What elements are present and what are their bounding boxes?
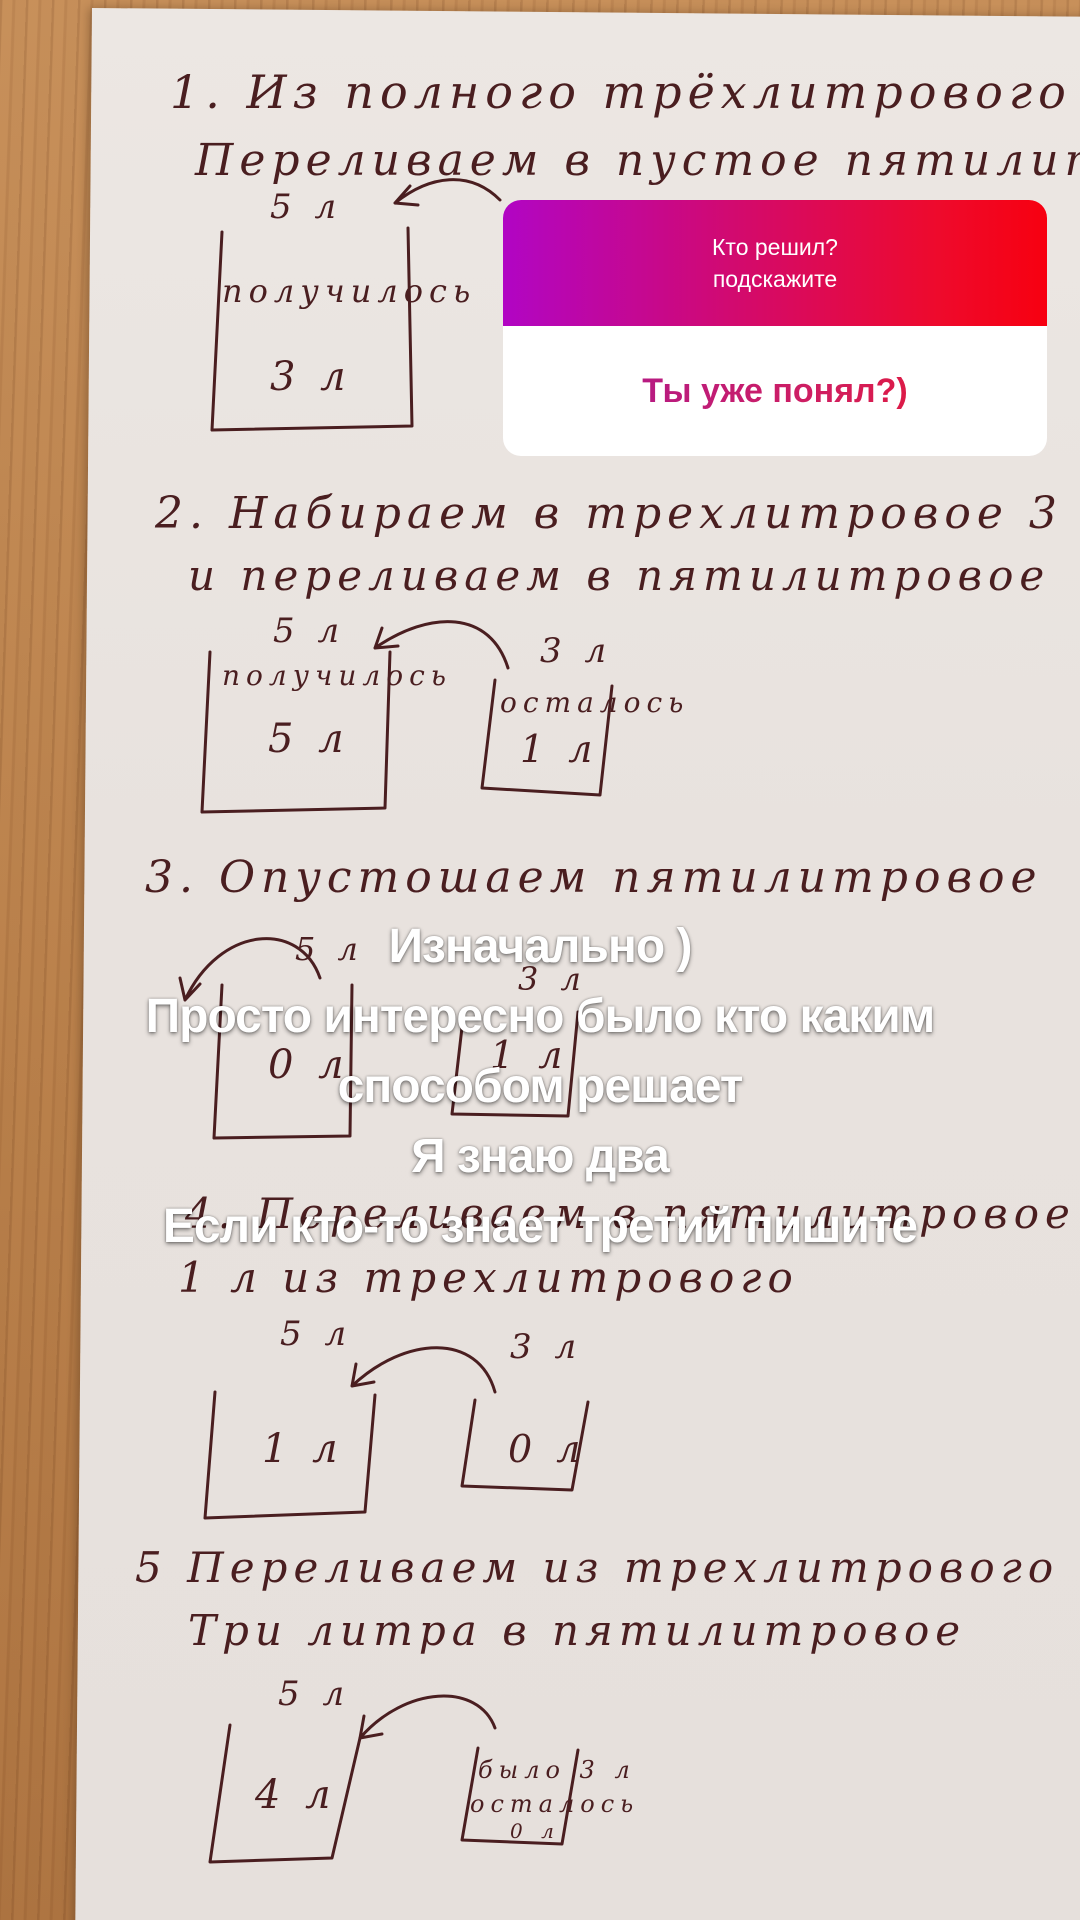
step-1-line-1: 1. Из полного трёхлитрового [170, 65, 1072, 119]
step-2-jug-3-label: осталось [500, 686, 689, 719]
caption-line-4: Я знаю два [411, 1130, 670, 1183]
caption-line-5: Если кто-то знает третий пишите [162, 1200, 918, 1253]
step-2-jug-3-amount: 1 л [520, 727, 598, 771]
step-5-jug-3 [460, 1746, 580, 1846]
step-4-line-2: 1 л из трехлитрового [178, 1253, 799, 1302]
step-2-jug-5 [200, 650, 392, 814]
step-2-jug-5-label: получилось [222, 659, 452, 692]
step-5-jug-5 [208, 1723, 362, 1864]
step-5-line-2: Три литра в пятилитровое [188, 1606, 966, 1655]
step-3-jug-3-amount: 1 л [490, 1033, 568, 1077]
step-2-line-2: и переливаем в пятилитровое [188, 551, 1050, 600]
step-2-arrow [373, 620, 510, 670]
story-caption: Изначально ) Просто интересно было кто к… [0, 912, 1080, 1262]
step-2-jug-3 [480, 678, 614, 797]
step-2-jug-5-capacity: 5 л [273, 611, 345, 651]
caption-line-2: Просто интересно было кто каким [145, 990, 936, 1043]
step-3-jug-5-amount: 0 л [268, 1042, 350, 1088]
question-answer: Ты уже понял?) [503, 326, 1047, 456]
step-3-jug-3-capacity: 3 л [518, 960, 587, 998]
step-1-jug-5 [210, 226, 414, 432]
question-sticker[interactable]: Кто решил? подскажите Ты уже понял?) [503, 200, 1047, 456]
step-5-jug-5-capacity: 5 л [278, 1674, 350, 1714]
step-1-jug-5-capacity: 5 л [270, 187, 342, 227]
question-sticker-header: Кто решил? подскажите [503, 200, 1047, 326]
step-1-jug-5-amount: 3 л [270, 354, 352, 400]
step-3-jug-5 [212, 983, 354, 1140]
question-line-1: Кто решил? [712, 234, 838, 260]
step-1-line-2: Переливаем в пустое пятилитровое [194, 135, 1080, 186]
step-4-line-1: 4. Переливаем в пятилитровое [184, 1189, 1076, 1238]
step-2-jug-3-capacity: 3 л [540, 631, 612, 671]
step-5-jug-3-label-2: осталось [470, 1790, 639, 1818]
step-5-line-1: 5 Переливаем из трехлитрового [135, 1543, 1059, 1592]
step-1-jug-5-label: получилось [222, 272, 476, 310]
caption-line-3: способом решает [337, 1060, 744, 1113]
step-4-jug-3-amount: 0 л [508, 1427, 586, 1471]
question-line-2: подскажите [712, 266, 838, 292]
step-5-jug-3-label-1: было 3 л [478, 1756, 636, 1784]
step-3-pour-out-arrow [178, 937, 322, 1002]
step-4-jug-3 [460, 1398, 590, 1492]
step-2-jug-5-amount: 5 л [268, 716, 350, 762]
step-2-line-1: 2. Набираем в трехлитровое 3 л [154, 488, 1080, 539]
step-3-jug-5-capacity: 5 л [295, 930, 364, 968]
step-4-jug-5 [203, 1390, 377, 1520]
step-5-jug-5-amount: 4 л [254, 1772, 337, 1818]
step-4-jug-5-capacity: 5 л [280, 1314, 352, 1354]
step-3-line-1: 3. Опустошаем пятилитровое [145, 852, 1043, 903]
step-4-jug-5-amount: 1 л [262, 1426, 344, 1472]
step-1-arrow [393, 178, 502, 207]
step-3-jug-3 [450, 1008, 580, 1118]
step-5-jug-3-label-3: 0 л [510, 1819, 560, 1843]
step-4-jug-3-capacity: 3 л [510, 1327, 582, 1367]
step-5-arrow [358, 1694, 497, 1740]
step-4-arrow [350, 1346, 497, 1394]
caption-line-1: Изначально ) [388, 920, 692, 973]
